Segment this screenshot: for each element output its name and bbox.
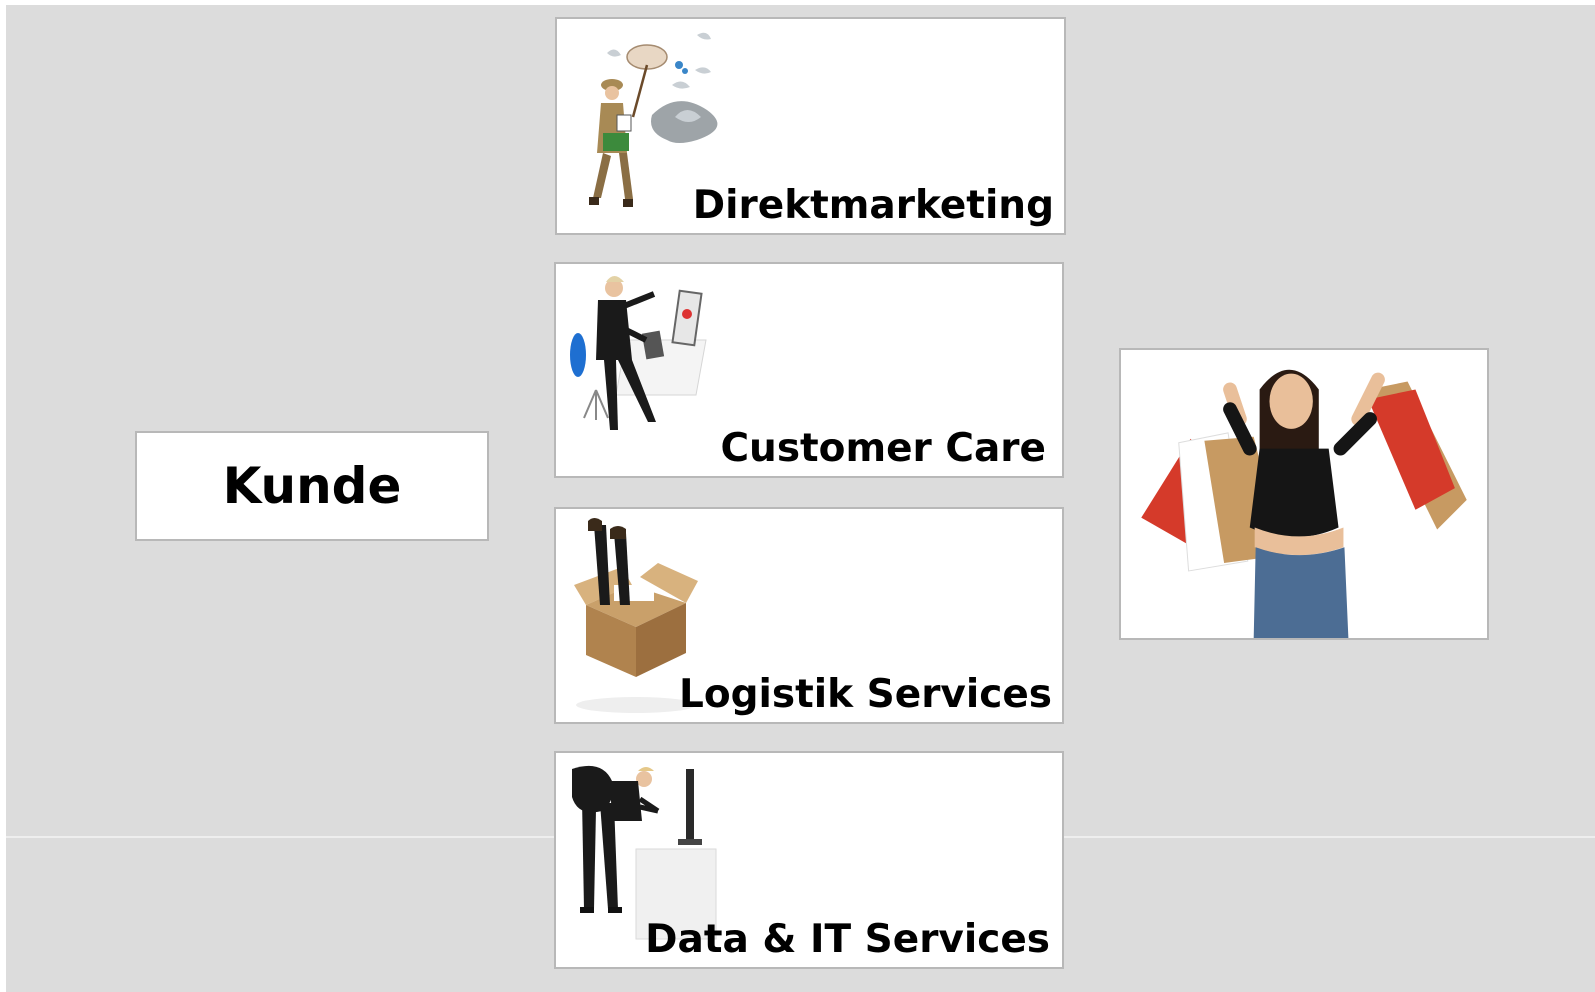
- service-panel-data-it-services: Data & IT Services: [554, 751, 1064, 969]
- service-label-logistik-services: Logistik Services: [678, 672, 1052, 717]
- slide-canvas: Kunde: [6, 5, 1595, 992]
- shipping-box-icon: [566, 515, 736, 720]
- service-label-direktmarketing: Direktmarketing: [692, 183, 1054, 228]
- service-label-customer-care: Customer Care: [720, 426, 1046, 471]
- customer-box: Kunde: [135, 431, 489, 541]
- service-panel-customer-care: Customer Care: [554, 262, 1064, 478]
- service-panel-logistik-services: Logistik Services: [554, 507, 1064, 724]
- butterfly-net-explorer-icon: [567, 25, 737, 230]
- it-workstation-icon: [566, 759, 736, 964]
- shopper-image: [1119, 348, 1489, 640]
- call-center-agent-icon: [566, 270, 736, 475]
- service-panel-direktmarketing: Direktmarketing: [555, 17, 1066, 235]
- service-label-data-it-services: Data & IT Services: [645, 917, 1050, 962]
- shopper-with-bags-icon: [1141, 369, 1467, 638]
- customer-label: Kunde: [222, 457, 402, 515]
